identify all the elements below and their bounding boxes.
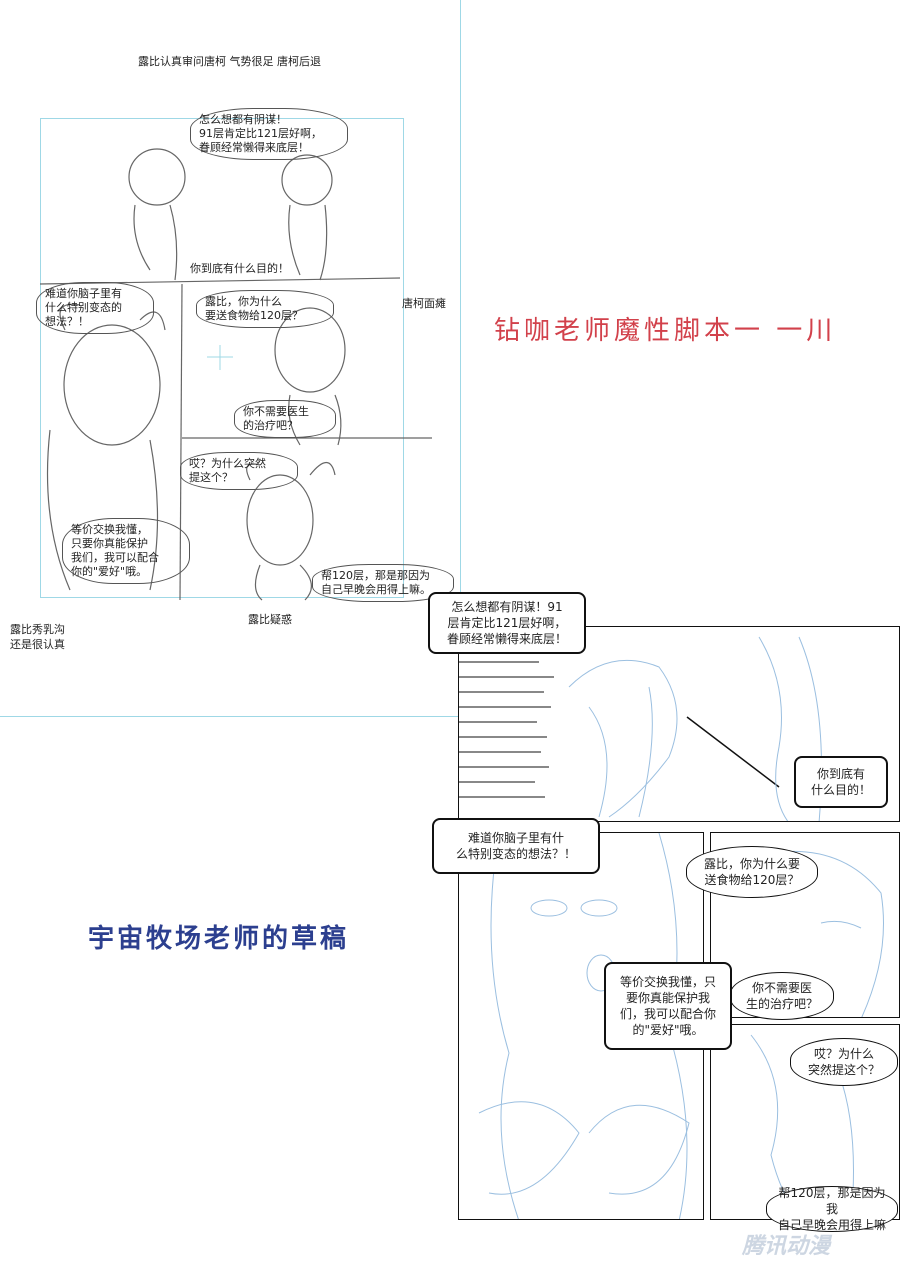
storyboard-bubble-3: 难道你脑子里有 什么特别变态的 想法？！ [36,282,154,334]
blue-draft-title: 宇宙牧场老师的草稿 [88,924,350,954]
comic-bubble-2: 你到底有 什么目的！ [794,756,888,808]
watermark-logo: 腾讯动漫 [742,1234,831,1259]
storyboard-sketch [39,148,432,601]
comic-bubble-7: 等价交换我懂，只 要你真能保护我 们，我可以配合你 的"爱好"哦。 [604,962,732,1050]
storyboard-bubble-5: 你不需要医生 的治疗吧？ [234,400,336,438]
storyboard-bubble-4: 露比，你为什么 要送食物给120层？ [196,290,334,328]
storyboard-sheet [0,0,461,717]
comic-bubble-5: 你不需要医 生的治疗吧？ [730,972,834,1020]
storyboard-bubble-2: 你到底有什么目的！ [190,262,289,275]
comic-bubble-3: 难道你脑子里有什 么特别变态的想法？！ [432,818,600,874]
comic-bubble-1: 怎么想都有阴谋！91 层肯定比121层好啊， 眷顾经常懒得来底层！ [428,592,586,654]
storyboard-bottom-note-left: 露比秀乳沟 还是很认真 [10,623,65,651]
storyboard-bubble-6: 哎？为什么突然 提这个？ [180,452,298,490]
comic-bubble-8: 帮120层，那是因为我 自己早晚会用得上嘛 [766,1186,898,1232]
storyboard-side-note: 唐柯面瘫 [402,297,446,310]
comic-bubble-6: 哎？为什么 突然提这个？ [790,1038,898,1086]
storyboard-bottom-note-doubt: 露比疑惑 [248,613,292,626]
storyboard-bubble-8: 帮120层，那是那因为 自己早晚会用得上嘛。 [312,564,454,602]
panel-3-art [770,850,884,1017]
storyboard-header-note: 露比认真审问唐柯 气势很足 唐柯后退 [138,55,321,68]
storyboard-bubble-1: 怎么想都有阴谋！ 91层肯定比121层好啊， 眷顾经常懒得来底层！ [190,108,348,160]
red-script-title: 钻咖老师魔性脚本一 一川 [494,316,837,346]
storyboard-bubble-7: 等价交换我懂， 只要你真能保护 我们，我可以配合 你的"爱好"哦。 [62,518,190,584]
comic-bubble-4: 露比，你为什么要 送食物给120层？ [686,846,818,898]
